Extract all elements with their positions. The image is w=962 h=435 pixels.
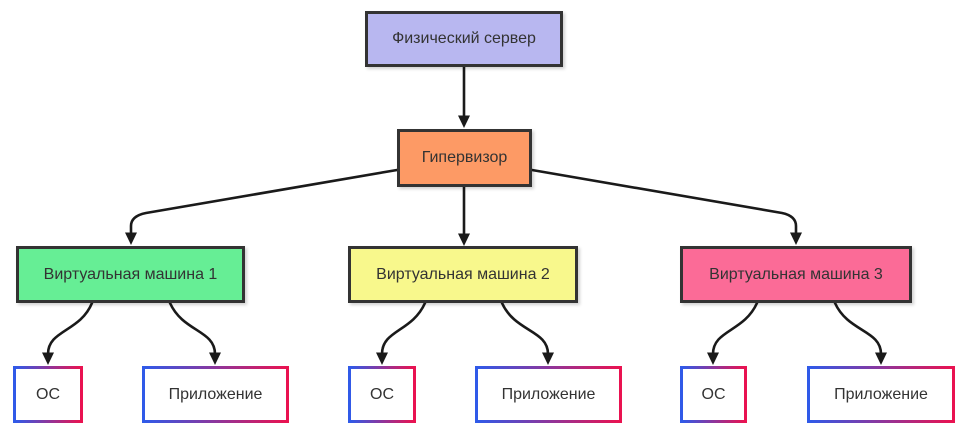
edge-hypervisor-to-vm3	[530, 168, 802, 245]
edge-hypervisor-to-vm1	[125, 168, 399, 245]
node-application-3-label: Приложение	[834, 385, 928, 403]
node-hypervisor-label: Гипервизор	[421, 149, 508, 166]
node-application-1-label: Приложение	[168, 385, 263, 403]
edge-vm1-to-app	[168, 301, 221, 365]
node-os-2-label: ОС	[370, 385, 394, 403]
node-physical-server: Физический сервер	[365, 11, 563, 67]
edge-vm2-to-app	[500, 301, 554, 365]
node-virtual-machine-2-label: Виртуальная машина 2	[376, 265, 550, 283]
edge-vm3-to-app	[833, 301, 887, 365]
node-virtual-machine-1-label: Виртуальная машина 1	[43, 265, 218, 283]
node-physical-server-label: Физический сервер	[392, 30, 536, 47]
node-os-2: ОС	[348, 366, 416, 423]
node-virtual-machine-1: Виртуальная машина 1	[16, 246, 245, 303]
edge-vm2-to-os	[376, 301, 427, 365]
node-application-3: Приложение	[807, 366, 955, 423]
node-hypervisor: Гипервизор	[397, 129, 532, 187]
edge-vm3-to-os	[707, 301, 759, 365]
node-os-3: ОС	[680, 366, 747, 423]
node-application-2: Приложение	[475, 366, 622, 423]
node-application-2-label: Приложение	[501, 385, 596, 403]
node-os-3-label: ОС	[701, 385, 726, 403]
node-virtual-machine-3-label: Виртуальная машина 3	[709, 265, 883, 283]
node-os-1-label: ОС	[36, 385, 60, 403]
node-virtual-machine-3: Виртуальная машина 3	[680, 246, 912, 303]
node-virtual-machine-2: Виртуальная машина 2	[348, 246, 578, 303]
node-application-1: Приложение	[142, 366, 289, 423]
edge-vm1-to-os	[42, 301, 94, 365]
node-os-1: ОС	[13, 366, 83, 423]
